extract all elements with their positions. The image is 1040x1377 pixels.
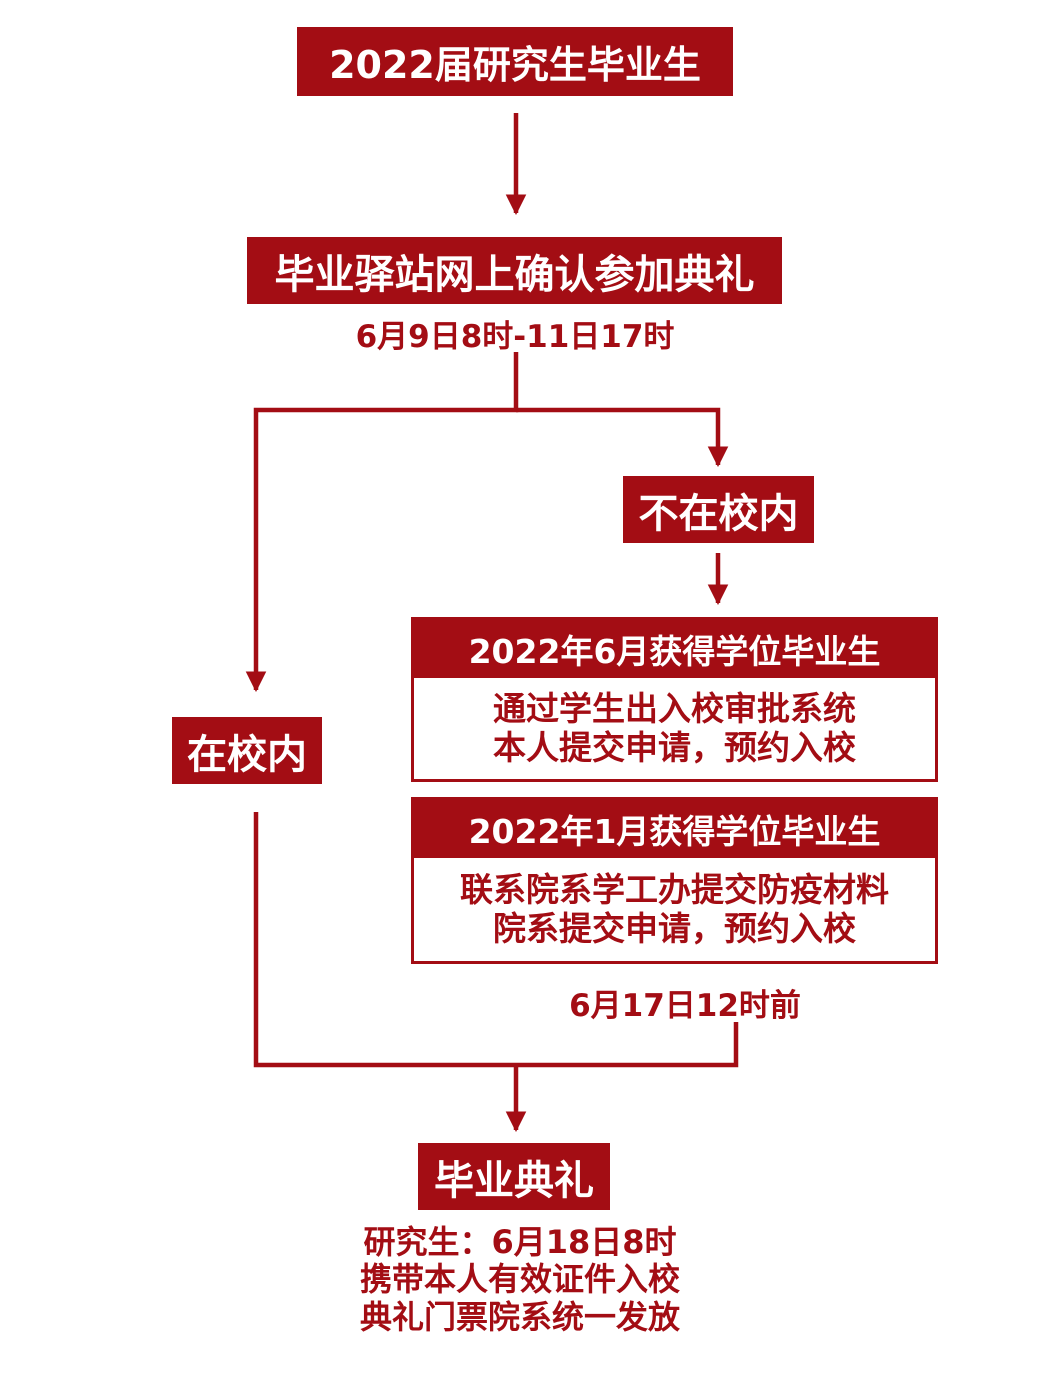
ceremony-node: 毕业典礼 — [418, 1143, 610, 1210]
deadline-label: 6月17日12时前 — [520, 980, 850, 1024]
confirm-time-label: 6月9日8时-11日17时 — [280, 312, 750, 355]
on-campus-node: 在校内 — [172, 717, 322, 784]
start-label: 2022届研究生毕业生 — [329, 43, 701, 87]
merge-connector — [253, 812, 739, 1068]
june-grads-title: 2022年6月获得学位毕业生 — [414, 620, 935, 678]
june-grads-title-text: 2022年6月获得学位毕业生 — [468, 632, 881, 671]
jan-grads-title: 2022年1月获得学位毕业生 — [414, 800, 935, 858]
off-campus-label: 不在校内 — [638, 490, 799, 537]
ceremony-note-3: 典礼门票院系统一发放 — [359, 1297, 680, 1336]
ceremony-note-1: 研究生：6月18日8时 — [363, 1222, 677, 1261]
jan-grads-card: 2022年1月获得学位毕业生 联系院系学工办提交防疫材料 院系提交申请，预约入校 — [411, 797, 938, 964]
on-campus-label: 在校内 — [187, 731, 307, 778]
jan-grads-title-text: 2022年1月获得学位毕业生 — [468, 812, 881, 851]
ceremony-note-2: 携带本人有效证件入校 — [359, 1260, 680, 1299]
june-grads-line-2: 本人提交申请，预约入校 — [493, 727, 856, 767]
confirm-label: 毕业驿站网上确认参加典礼 — [274, 251, 755, 298]
arrow-to-off-campus — [516, 407, 729, 468]
off-campus-node: 不在校内 — [623, 476, 814, 543]
ceremony-notes: 研究生：6月18日8时 携带本人有效证件入校 典礼门票院系统一发放 — [260, 1216, 780, 1344]
ceremony-label: 毕业典礼 — [434, 1157, 594, 1204]
confirm-time-text: 6月9日8时-11日17时 — [355, 318, 675, 355]
jan-grads-body: 联系院系学工办提交防疫材料 院系提交申请，预约入校 — [414, 858, 935, 961]
jan-grads-line-2: 院系提交申请，预约入校 — [493, 908, 856, 948]
jan-grads-line-1: 联系院系学工办提交防疫材料 — [460, 869, 889, 909]
confirm-node: 毕业驿站网上确认参加典礼 — [247, 237, 782, 304]
june-grads-card: 2022年6月获得学位毕业生 通过学生出入校审批系统 本人提交申请，预约入校 — [411, 617, 938, 782]
deadline-text: 6月17日12时前 — [569, 987, 801, 1024]
june-grads-line-1: 通过学生出入校审批系统 — [493, 688, 856, 728]
split-connector — [245, 352, 519, 693]
june-grads-body: 通过学生出入校审批系统 本人提交申请，预约入校 — [414, 678, 935, 779]
start-node: 2022届研究生毕业生 — [297, 27, 733, 96]
